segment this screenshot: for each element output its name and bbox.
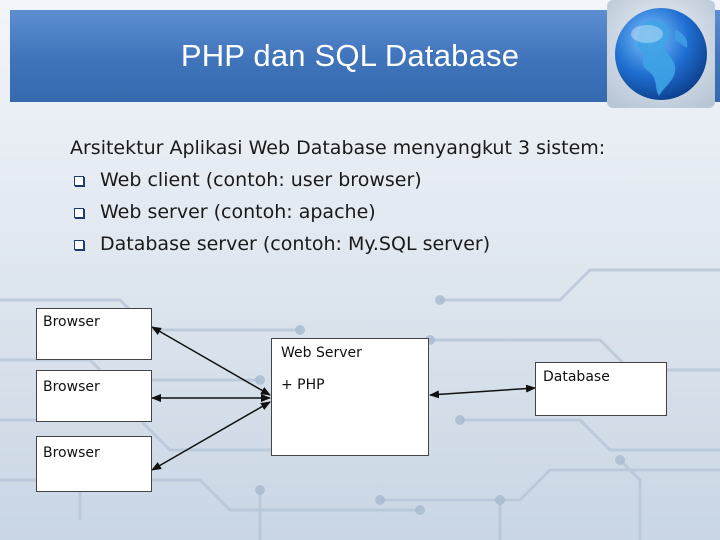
list-item-text: Database server (contoh: My.SQL server) xyxy=(100,233,491,255)
list-item-text: Web server (contoh: apache) xyxy=(100,201,376,223)
intro-text: Arsitektur Aplikasi Web Database menyang… xyxy=(70,132,700,260)
list-item: Database server (contoh: My.SQL server) xyxy=(70,228,700,260)
browser-label: Browser xyxy=(43,379,100,395)
browser-label: Browser xyxy=(43,314,100,330)
intro-lead: Arsitektur Aplikasi Web Database menyang… xyxy=(70,137,606,159)
database-box: Database xyxy=(535,362,667,416)
list-item: Web server (contoh: apache) xyxy=(70,196,700,228)
globe-icon xyxy=(607,0,715,108)
browser-box-1: Browser xyxy=(36,308,152,360)
browser-box-3: Browser xyxy=(36,436,152,492)
page-title: PHP dan SQL Database xyxy=(180,38,520,73)
browser-box-2: Browser xyxy=(36,370,152,422)
list-item: Web client (contoh: user browser) xyxy=(70,164,700,196)
browser-label: Browser xyxy=(43,445,100,461)
web-server-label: Web Server xyxy=(281,345,362,361)
square-bullet-icon xyxy=(74,176,84,186)
square-bullet-icon xyxy=(74,208,84,218)
title-banner: PHP dan SQL Database xyxy=(10,10,720,102)
square-bullet-icon xyxy=(74,240,84,250)
database-label: Database xyxy=(543,369,610,385)
web-server-box: Web Server + PHP xyxy=(271,338,429,456)
bullet-list: Web client (contoh: user browser) Web se… xyxy=(70,164,700,260)
list-item-text: Web client (contoh: user browser) xyxy=(100,169,422,191)
php-label: + PHP xyxy=(281,377,325,393)
